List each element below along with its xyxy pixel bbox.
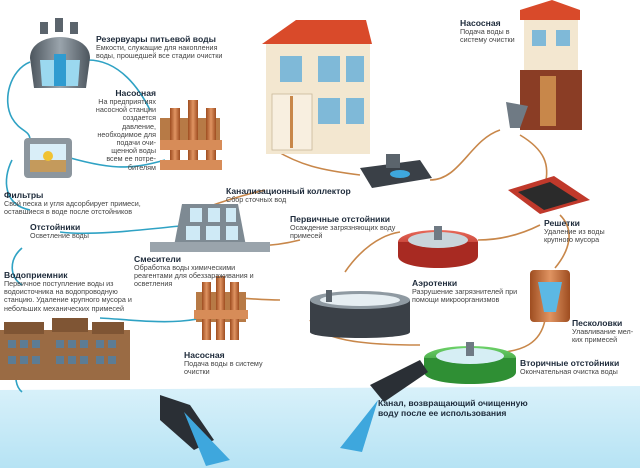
label-sandtraps: Песколовки Улавливание мел­ких примесей [572,318,638,344]
label-collector: Канализационный коллектор Сбор сточных в… [226,186,376,204]
label-pump-upper: Насосная На предприяти­ях насосной станц… [94,88,156,172]
primary-title: Первичные отстойники [290,214,391,224]
label-grates: Решетки Удаление из воды крупного мусора [544,218,634,244]
settlers-desc: Осветление воды [30,231,89,240]
reservoir-illustration [30,18,90,88]
pump-upper-desc: На предприяти­ях насосной станции созда­… [95,97,156,172]
collector-illustration [360,154,432,188]
pump-house-illustration [506,0,582,130]
primary-settler-illustration [398,226,478,268]
grates-desc: Удаление из воды крупного мусора [544,227,605,245]
intake-title: Водоприемник [4,270,68,280]
sandtrap-illustration [530,270,570,322]
label-pump-right: Насосная Подача воды в систему очистки [460,18,530,44]
intake-buildings-illustration [0,318,130,380]
label-canal: Канал, возвращающий очищенную воду после… [378,398,548,418]
label-aerotanks: Аэротенки Разрушение загрязнителей при п… [412,278,528,304]
pump-right-desc: Подача воды в систему очистки [460,27,515,45]
intake-desc: Первичное поступление воды из водоисточн… [4,279,132,313]
label-secondary: Вторичные отстойники Окончательная очист… [520,358,636,376]
collector-desc: Сбор сточных вод [226,195,287,204]
reservoirs-title: Резервуары питьевой воды [96,34,216,44]
settlers-title: Отстойники [30,222,81,232]
filter-illustration [24,138,72,178]
aerotank-illustration [310,290,410,338]
collector-title: Канализационный коллектор [226,186,351,196]
label-filters: Фильтры Свой песка и угля адсорбирует пр… [4,190,174,216]
mixers-title: Смесители [134,254,182,264]
filters-desc: Свой песка и угля адсорбирует примеси, о… [4,199,141,217]
secondary-desc: Окончательная очистка воды [520,367,618,376]
label-intake: Водоприемник Первичное поступление воды … [4,270,132,313]
grates-title: Решетки [544,218,580,228]
pump-right-title: Насосная [460,18,501,28]
pump-upper-illustration [160,100,222,170]
label-reservoirs: Резервуары питьевой воды Емкости, служащ… [96,34,238,60]
return-pipe-illustration [340,360,428,452]
aerotanks-title: Аэротенки [412,278,458,288]
aerotanks-desc: Разрушение загрязнителей при помощи микр… [412,287,518,305]
primary-desc: Осаждение загрязняющих воду примесей [290,223,396,241]
sandtraps-desc: Улавливание мел­ких примесей [572,327,634,345]
pump-lower-desc: Подача воды в систему очистки [184,359,263,377]
sandtraps-title: Песколовки [572,318,623,328]
house-illustration [262,20,372,154]
pump-upper-title: Насосная [115,88,156,98]
reservoirs-desc: Емкости, служащие для накопления воды, п… [96,43,223,61]
pump-lower-title: Насосная [184,350,225,360]
grates-illustration [508,176,590,214]
label-settlers: Отстойники Осветление воды [30,222,140,240]
label-pump-lower: Насосная Подача воды в систему очистки [184,350,274,376]
pump-lower-illustration [194,276,248,340]
label-mixers: Смесители Обработка воды химическими реа… [134,254,274,289]
intake-pipe-illustration [160,395,230,466]
secondary-title: Вторичные отстойники [520,358,620,368]
secondary-settler-illustration [424,342,516,384]
label-primary: Первичные отстойники Осаждение загрязняю… [290,214,410,240]
settlers-illustration [150,204,270,252]
filters-title: Фильтры [4,190,44,200]
mixers-desc: Обработка воды химическими реагентами дл… [134,263,254,289]
canal-title: Канал, возвращающий очищенную воду после… [378,398,528,418]
